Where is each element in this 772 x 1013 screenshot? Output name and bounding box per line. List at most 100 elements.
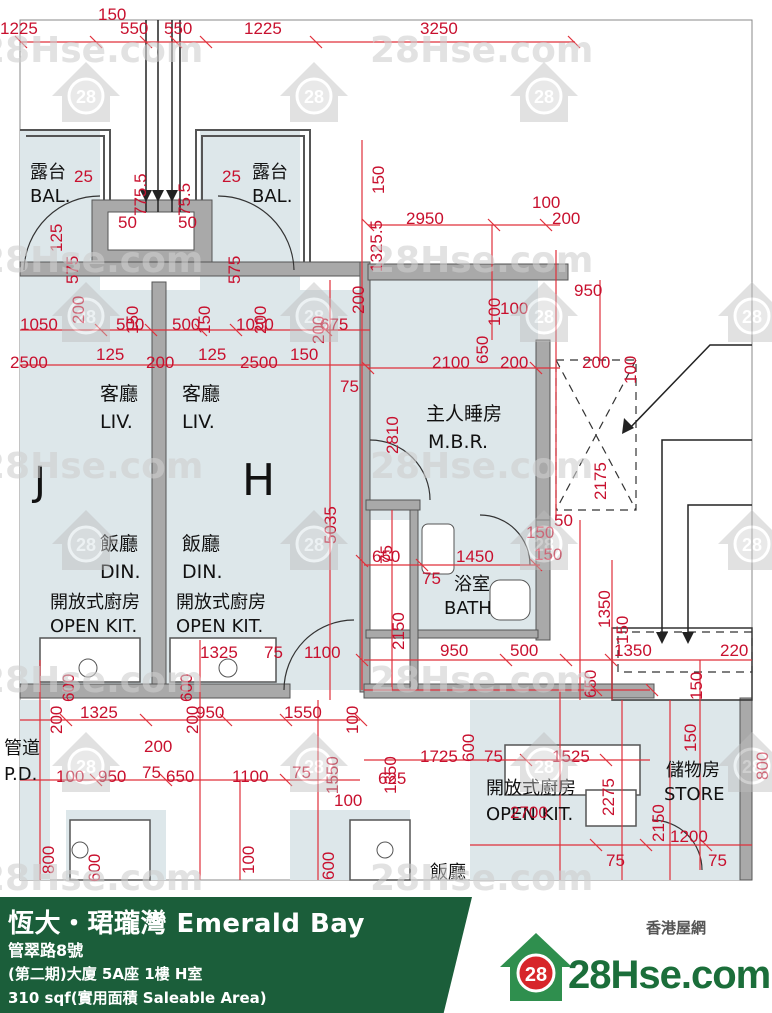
dimension-label: 75 [377,545,396,564]
dimension-label: 200 [309,316,328,344]
dimension-label: 650 [581,670,600,698]
brand-name: 28Hse.com [568,953,771,997]
dimension-label: 500 [172,315,200,334]
svg-text:28: 28 [304,87,324,107]
svg-text:28: 28 [76,307,96,327]
dimension-label: 1100 [304,643,341,662]
room-dining-partial-cn: 飯廳 [430,862,466,883]
watermarks: 28Hse.com 28Hse.com 28Hse.com 28Hse.com 28Hs… [0,30,772,897]
watermark-badge-icon: 28 [52,282,120,342]
dimension-label: 1525 [552,747,590,766]
room-balcony-right-cn: 露台 [252,162,288,183]
dimension-label: 1550 [323,756,342,794]
watermark-text: 28Hse.com [0,240,203,281]
dimension-label: 150 [195,306,214,334]
dimension-label: 200 [251,306,270,334]
dimension-label: 1100 [232,767,269,786]
dimension-label: 25 [74,167,93,186]
dimension-label: 950 [196,703,224,722]
watermark-badge-icon: 28 [510,282,578,342]
dimension-label: 2100 [432,353,470,372]
dimension-label: 5035 [321,506,340,544]
watermark-text: 28Hse.com [370,446,593,487]
brand-block[interactable]: 28 香港屋網 28Hse.com [496,907,771,1007]
dimension-label: 150 [687,672,706,700]
dimension-ticks [14,35,713,852]
dimension-label: 200 [500,353,528,372]
dimension-label: 75 [142,763,161,782]
dimension-label: 75 [340,377,359,396]
dimension-label: 25 [222,167,241,186]
watermark-badge-icon: 28 [718,732,772,792]
room-balcony-left-cn: 露台 [30,162,66,183]
arrow-heads [140,190,694,644]
dimension-label: 575 [225,256,244,284]
svg-text:28: 28 [304,307,324,327]
svg-text:28: 28 [742,757,762,777]
dimension-label: 150 [681,724,700,752]
dimension-label: 75 [484,747,503,766]
dimension-label: 1200 [670,827,708,846]
dimension-label: 775.5 [131,173,150,216]
watermark-badge-icon: 28 [52,510,120,570]
dimension-label: 200 [144,737,172,756]
brand-chinese-name: 香港屋網 [646,919,707,937]
svg-text:28: 28 [742,307,762,327]
estate-title: 恆大・珺瓏灣 Emerald Bay [8,909,365,939]
room-dining-right-en: DIN. [182,561,223,583]
dimension-label: 150 [534,545,562,564]
estate-address: 管翠路8號 [8,941,84,960]
room-open-kitchen-lower-en: OPEN KIT. [486,804,573,825]
toilet [489,579,531,621]
watermark-text: 28Hse.com [370,240,593,281]
dimension-label: 1350 [381,756,400,794]
dimension-label: 125 [198,345,226,364]
dimension-label: 75 [422,569,441,588]
dimension-label: 150 [98,5,126,24]
svg-text:28: 28 [534,757,554,777]
dimension-label: 150 [613,616,632,644]
room-dining-right-cn: 飯廳 [182,533,220,555]
dimension-label: 1050 [236,315,274,334]
dimension-label: 2950 [406,209,444,228]
room-balcony-right-en: BAL. [252,186,292,207]
watermark-text: 28Hse.com [370,660,593,701]
duct-opening [107,211,195,251]
dimension-label: 200 [69,296,88,324]
dimension-label: 200 [552,209,580,228]
dimension-label: 500 [116,315,144,334]
watermark-badge-icon: 28 [510,62,578,122]
floor-plan-drawing: 露台 BAL. 露台 BAL. 客廳 LIV. 客廳 LIV. 主人睡房 M.B… [0,5,772,897]
room-open-kitchen-left-cn: 開放式廚房 [50,591,140,613]
dimension-label: 200 [349,286,368,314]
dimension-label: 200 [582,353,610,372]
dimension-label: 1325 [80,703,118,722]
watermark-text: 28Hse.com [370,30,593,71]
dimension-label: 200 [183,706,202,734]
dimension-label: 2150 [389,612,408,650]
dimension-label: 600 [85,854,104,882]
room-pd-partial-cn: 管道 [4,738,40,759]
dimension-label: 600 [177,674,196,702]
dimension-label: 100 [239,846,258,874]
room-balcony-left-en: BAL. [30,186,70,207]
listing-footer: 恆大・珺瓏灣 Emerald Bay 管翠路8號 (第二期)大廈 5A座 1樓 … [0,897,772,1013]
dimension-label: 200 [146,353,174,372]
svg-text:28: 28 [76,535,96,555]
room-open-kitchen-lower-cn: 開放式廚房 [486,777,576,799]
dimension-label: 100 [56,767,84,786]
dimension-label: 1350 [595,590,614,628]
room-pd-partial-en: P.D. [4,764,37,785]
room-living-right-cn: 客廳 [182,383,220,405]
dimension-label: 950 [440,641,468,660]
watermark-badge-icon: 28 [280,510,348,570]
dimension-label: 2175 [591,462,610,500]
watermark-badge-icon: 28 [718,282,772,342]
room-open-kitchen-left-en: OPEN KIT. [50,616,137,637]
dimension-label: 100 [500,299,528,318]
neighbor-unit-letter: J [31,459,46,505]
watermark-text: 28Hse.com [0,30,203,71]
dimension-label: 650 [372,547,400,566]
